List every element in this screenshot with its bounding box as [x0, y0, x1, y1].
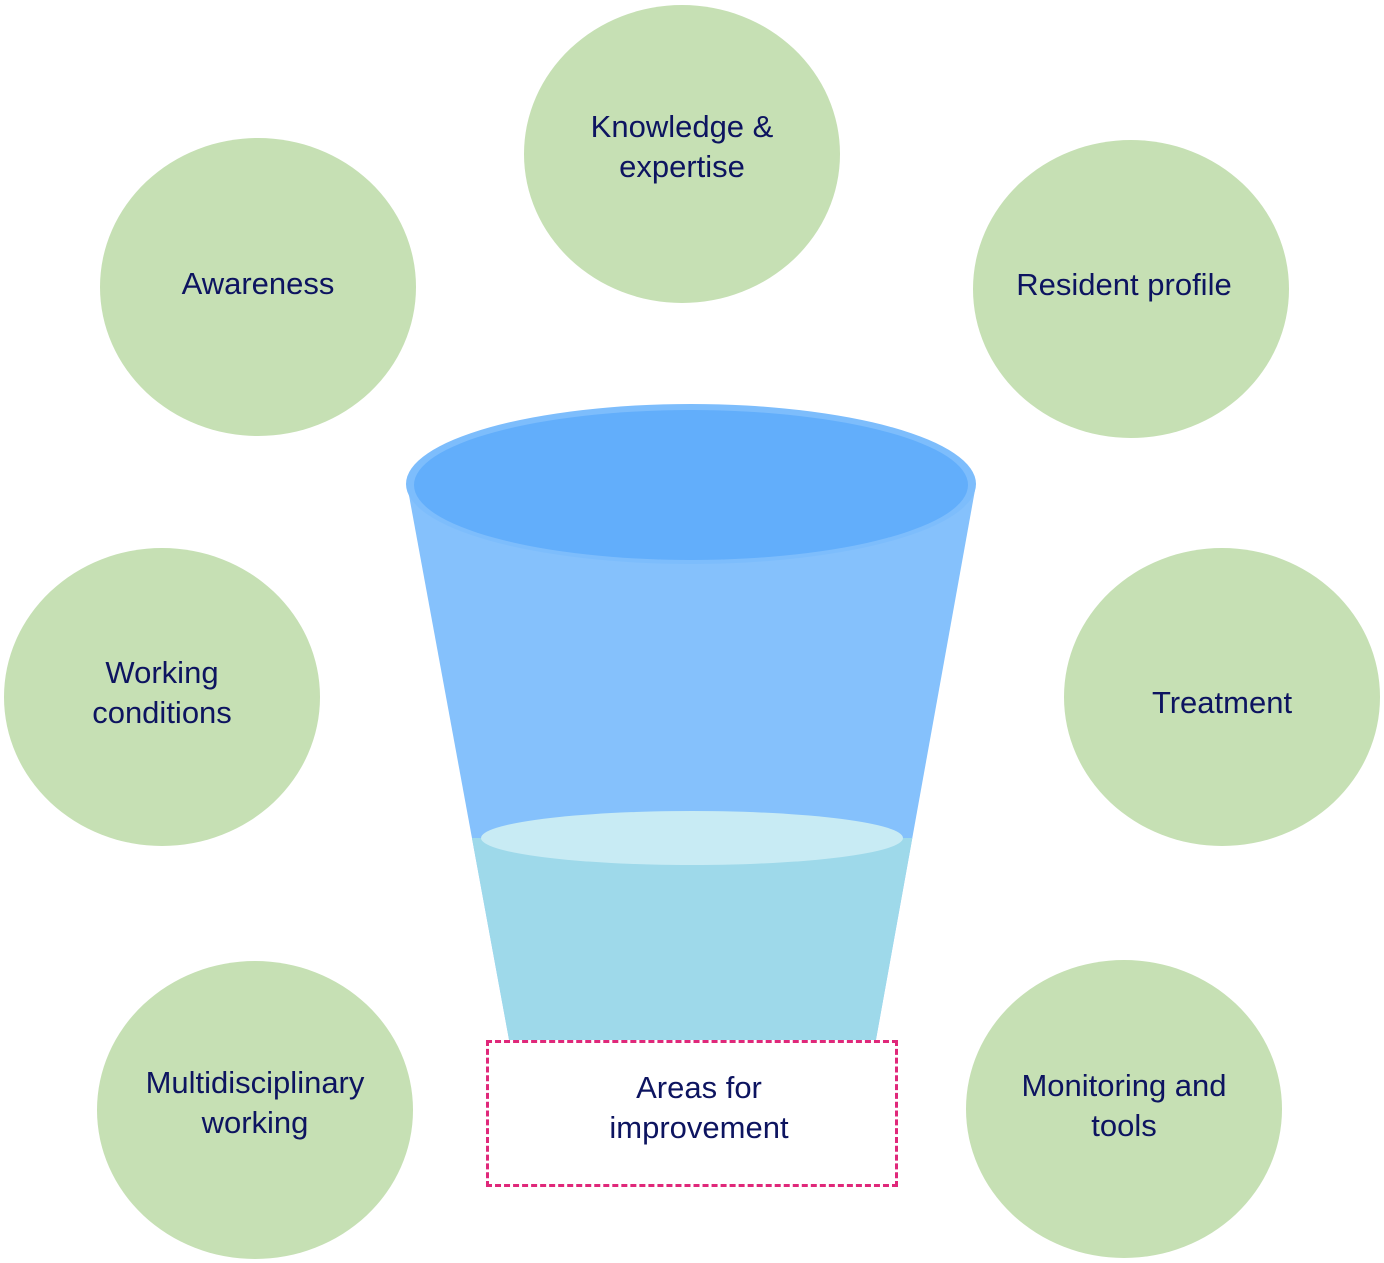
areas-for-improvement-label: Areas for improvement [609, 1069, 789, 1145]
factor-treatment: Treatment [1064, 548, 1380, 846]
factor-label: Treatment [1151, 685, 1293, 720]
bucket-liquid [408, 838, 975, 1045]
factor-label: Awareness [181, 266, 335, 301]
factor-multidisciplinary-working: Multidisciplinary working [97, 961, 413, 1259]
factor-label: Monitoring and tools [1021, 1068, 1227, 1143]
factor-working-conditions: Working conditions [4, 548, 320, 846]
factor-label: Resident profile [1016, 267, 1232, 302]
factor-monitoring-tools: Monitoring and tools [966, 960, 1282, 1258]
factor-label: Knowledge & expertise [590, 109, 774, 184]
factor-knowledge-expertise: Knowledge & expertise [524, 5, 840, 303]
factor-label: Working conditions [92, 655, 232, 730]
factor-awareness: Awareness [100, 138, 416, 436]
bucket-rim-inner [414, 410, 968, 560]
bucket-liquid-surface [481, 811, 903, 865]
factor-resident-profile: Resident profile [973, 140, 1289, 438]
areas-for-improvement-box: Areas for improvement [486, 1040, 898, 1187]
factor-label: Multidisciplinary working [145, 1065, 365, 1140]
